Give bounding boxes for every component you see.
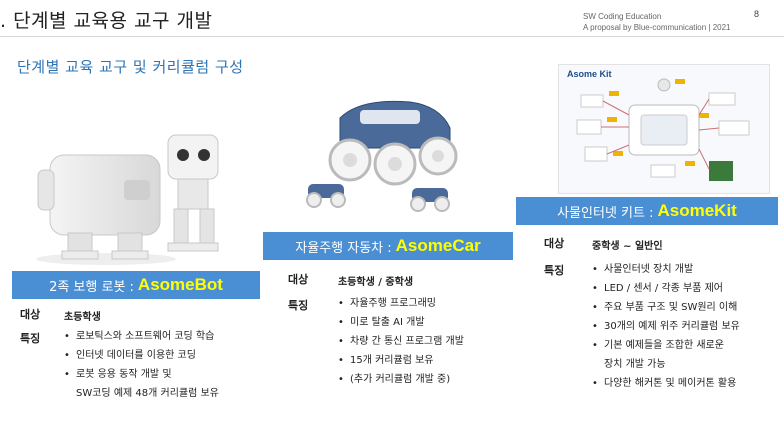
asomecar-banner: 자율주행 자동차 : AsomeCar xyxy=(263,232,513,260)
asomekit-feature-list: 사물인터넷 장치 개발 LED / 센서 / 각종 부품 제어 주요 부품 구조… xyxy=(592,260,740,393)
list-item: 사물인터넷 장치 개발 xyxy=(592,260,740,279)
list-item-continuation: 장치 개발 가능 xyxy=(604,359,666,370)
asomekit-features-label: 특징 xyxy=(544,264,565,277)
asomekit-target-label: 대상 xyxy=(544,237,565,250)
asomecar-features-label: 특징 xyxy=(288,299,309,312)
list-item: 로봇 응용 동작 개발 및 xyxy=(64,365,219,384)
brand-line-1: SW Coding Education xyxy=(583,12,662,21)
asomebot-feature-list: 로보틱스와 소프트웨어 코딩 학습 인터넷 데이터를 이용한 코딩 로봇 응용 … xyxy=(64,327,219,403)
list-item: 로보틱스와 소프트웨어 코딩 학습 xyxy=(64,327,219,346)
list-item: 차량 간 통신 프로그램 개발 xyxy=(338,332,464,351)
page-title: . 단계별 교육용 교구 개발 xyxy=(0,10,213,32)
kit-image-label: Asome Kit xyxy=(567,69,612,79)
asomebot-robot-image xyxy=(36,134,219,265)
asomecar-banner-name: AsomeCar xyxy=(395,236,481,255)
asomebot-target-value: 초등학생 xyxy=(64,312,101,323)
list-item: 자율주행 프로그래밍 xyxy=(338,294,464,313)
asomekit-banner-name: AsomeKit xyxy=(657,201,737,220)
asomekit-target-value: 중학생 ~ 일반인 xyxy=(592,241,663,252)
asomecar-target-label: 대상 xyxy=(288,273,309,286)
list-item: 주요 부품 구조 및 SW원리 이해 xyxy=(592,298,740,317)
list-item: LED / 센서 / 각종 부품 제어 xyxy=(592,279,740,298)
asomebot-banner-name: AsomeBot xyxy=(137,275,223,294)
section-subtitle: 단계별 교육 교구 및 커리큘럼 구성 xyxy=(17,58,244,76)
asomecar-banner-prefix: 자율주행 자동차 : xyxy=(295,240,392,256)
asomekit-banner: 사물인터넷 키트 : AsomeKit xyxy=(516,197,778,225)
asomebot-features-label: 특징 xyxy=(20,332,41,345)
asomekit-banner-prefix: 사물인터넷 키트 : xyxy=(557,205,654,221)
list-item: 기본 예제들을 조합한 새로운 xyxy=(592,336,740,355)
brand-line-2: A proposal by Blue-communication | 2021 xyxy=(583,23,731,32)
asomecar-feature-list: 자율주행 프로그래밍 미로 탈출 AI 개발 차량 간 통신 프로그램 개발 1… xyxy=(338,294,464,389)
asomekit-diagram-image: Asome Kit xyxy=(558,64,770,194)
header-divider xyxy=(0,36,784,37)
asomebot-banner-prefix: 2족 보행 로봇 : xyxy=(49,279,134,295)
list-item: 15개 커리큘럼 보유 xyxy=(338,351,464,370)
list-item: 인터넷 데이터를 이용한 코딩 xyxy=(64,346,219,365)
list-item: (추가 커리큘럼 개발 중) xyxy=(338,370,464,389)
page-number: 8 xyxy=(754,9,760,19)
list-item: 30개의 예제 위주 커리큘럼 보유 xyxy=(592,317,740,336)
brand-text: SW Coding Education A proposal by Blue-c… xyxy=(583,11,731,33)
list-item: 미로 탈출 AI 개발 xyxy=(338,313,464,332)
asomecar-target-value: 초등학생 / 중학생 xyxy=(338,277,414,288)
asomecar-vehicle-image xyxy=(306,100,458,212)
kit-parts-drawing xyxy=(576,78,750,181)
list-item: 다양한 해커톤 및 메이커톤 활용 xyxy=(592,374,740,393)
asomebot-banner: 2족 보행 로봇 : AsomeBot xyxy=(12,271,260,299)
asomebot-target-label: 대상 xyxy=(20,308,41,321)
list-item-continuation: SW코딩 예제 48개 커리큘럼 보유 xyxy=(76,388,219,399)
